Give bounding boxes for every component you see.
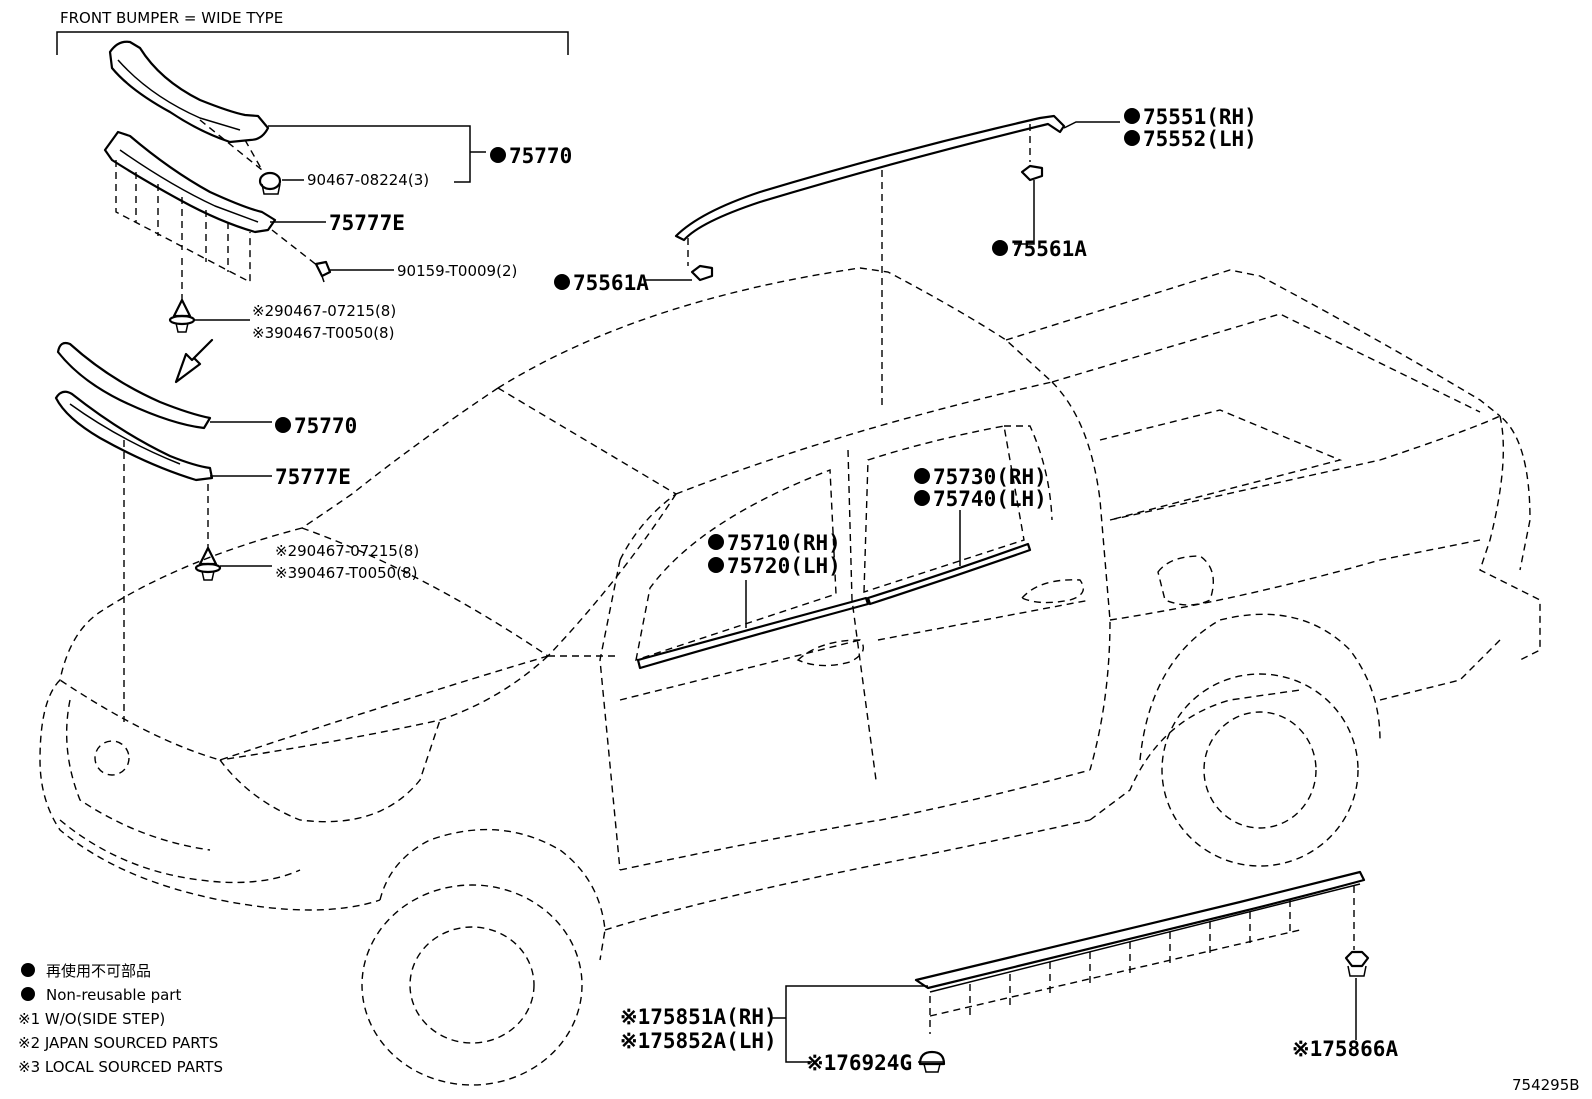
callout-75770-top[interactable]: 75770 <box>490 144 572 168</box>
roof-drip-molding[interactable] <box>674 114 1066 242</box>
legend-item-4: ※2 JAPAN SOURCED PARTS <box>18 1034 218 1052</box>
callout-76924g[interactable]: ※176924G <box>806 1051 912 1075</box>
callout-75770-mid[interactable]: 75770 <box>275 414 357 438</box>
upper-retainer-dashes <box>115 119 319 300</box>
clip-90467-08224[interactable] <box>258 171 282 195</box>
callout-75852a[interactable]: ※175852A(LH) <box>620 1029 777 1053</box>
callout-75851a[interactable]: ※175851A(RH) <box>620 1005 777 1029</box>
legend-item-1: 再使用不可部品 <box>46 962 151 980</box>
svg-text:75770: 75770 <box>294 414 357 438</box>
leader-75770-top <box>268 125 471 183</box>
callout-90467-08224[interactable]: 90467-08224(3) <box>307 171 429 189</box>
clip-75866a[interactable] <box>1344 950 1370 977</box>
header-title: FRONT BUMPER = WIDE TYPE <box>60 9 283 27</box>
callout-75777e-top[interactable]: 75777E <box>329 211 405 235</box>
callout-75866a[interactable]: ※175866A <box>1292 1037 1398 1061</box>
legend-item-3: ※1 W/O(SIDE STEP) <box>18 1010 165 1028</box>
mid-bumper-retainer[interactable] <box>54 390 214 482</box>
clip-76924g[interactable] <box>918 1050 946 1073</box>
svg-text:75710(RH): 75710(RH) <box>727 531 841 555</box>
leader-75561a-right <box>1014 180 1035 245</box>
callout-clip-top-1[interactable]: ※290467-07215(8) <box>252 302 396 320</box>
leader-75851a <box>785 985 928 1063</box>
clip-upper[interactable] <box>168 298 196 333</box>
leader-75551 <box>1063 121 1120 129</box>
callout-75730[interactable]: 75730(RH) <box>914 465 1047 489</box>
header-group: FRONT BUMPER = WIDE TYPE <box>56 9 569 55</box>
callout-75561a-left[interactable]: 75561A <box>554 271 649 295</box>
callout-75561a-right[interactable]: 75561A <box>992 237 1087 261</box>
callout-75710[interactable]: 75710(RH) <box>708 531 841 555</box>
svg-text:75552(LH): 75552(LH) <box>1143 127 1257 151</box>
rear-door-belt-molding[interactable] <box>866 542 1032 606</box>
clip-mid[interactable] <box>194 546 222 581</box>
callout-90159[interactable]: 90159-T0009(2) <box>397 262 517 280</box>
svg-text:75740(LH): 75740(LH) <box>933 487 1047 511</box>
truck-body <box>39 267 1541 1086</box>
screw-90159[interactable] <box>314 260 332 283</box>
legend-dot-1 <box>21 963 35 977</box>
svg-text:75561A: 75561A <box>573 271 649 295</box>
callout-75551[interactable]: 75551(RH) <box>1124 105 1257 129</box>
side-step-dashes <box>929 886 1355 1034</box>
callout-75552[interactable]: 75552(LH) <box>1124 127 1257 151</box>
callout-clip-mid-1[interactable]: ※290467-07215(8) <box>275 542 419 560</box>
svg-text:75720(LH): 75720(LH) <box>727 554 841 578</box>
upper-bumper-molding[interactable] <box>108 40 270 144</box>
legend-dot-2 <box>21 987 35 1001</box>
upper-bumper-retainer[interactable] <box>103 130 277 234</box>
svg-text:75770: 75770 <box>509 144 572 168</box>
callout-75720[interactable]: 75720(LH) <box>708 554 841 578</box>
svg-text:75730(RH): 75730(RH) <box>933 465 1047 489</box>
callout-clip-top-2[interactable]: ※390467-T0050(8) <box>252 324 394 342</box>
down-arrow-icon <box>174 338 214 384</box>
side-step-molding[interactable] <box>914 870 1366 993</box>
roof-clip-right[interactable] <box>1020 164 1044 182</box>
legend-item-2: Non-reusable part <box>46 986 181 1004</box>
legend: 再使用不可部品 Non-reusable part ※1 W/O(SIDE ST… <box>18 962 223 1076</box>
figure-id: 754295B <box>1512 1076 1580 1094</box>
callout-clip-mid-2[interactable]: ※390467-T0050(8) <box>275 564 417 582</box>
front-door-belt-molding[interactable] <box>636 596 870 670</box>
legend-item-5: ※3 LOCAL SOURCED PARTS <box>18 1058 223 1076</box>
svg-text:75561A: 75561A <box>1011 237 1087 261</box>
mid-bumper-molding[interactable] <box>56 341 212 430</box>
header-bracket <box>56 31 569 55</box>
callout-75777e-mid[interactable]: 75777E <box>275 465 351 489</box>
roof-clip-left[interactable] <box>690 264 714 282</box>
svg-text:75551(RH): 75551(RH) <box>1143 105 1257 129</box>
callout-75740[interactable]: 75740(LH) <box>914 487 1047 511</box>
